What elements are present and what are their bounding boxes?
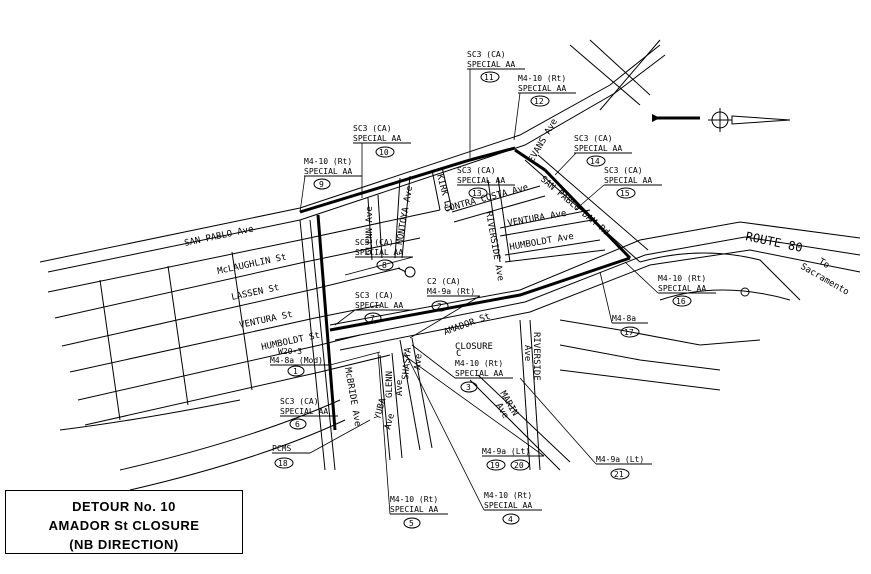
street-label: SAN PABLO Ave xyxy=(184,225,255,249)
sign-label: SPECIAL AA xyxy=(604,176,652,185)
sign-number: 15 xyxy=(620,189,630,198)
sign-number: 13 xyxy=(472,189,482,198)
sign-number: 11 xyxy=(484,73,494,82)
sign-label: M4-9a (Lt) xyxy=(482,447,530,456)
sign-number: 12 xyxy=(534,97,544,106)
street-label: Ave xyxy=(522,345,532,361)
sign-number: 20 xyxy=(514,461,524,470)
sign-number: 8 xyxy=(382,261,387,270)
street-label: GLENN Ave xyxy=(365,206,375,255)
sign-label: SC3 (CA) xyxy=(457,166,496,175)
sign-number: 16 xyxy=(676,297,686,306)
north-arrow-icon xyxy=(652,108,791,132)
sign-label: SPECIAL AA xyxy=(280,407,328,416)
sign-number: 17 xyxy=(624,328,634,337)
sign-label: SPECIAL AA xyxy=(390,505,438,514)
sign-label: M4-8a (Mod) xyxy=(270,356,323,365)
map-title-box: DETOUR No. 10 AMADOR St CLOSURE (NB DIRE… xyxy=(5,490,243,554)
sign-label: M4-10 (Rt) xyxy=(484,491,532,500)
sign-number: 7 xyxy=(370,314,375,323)
sign-number: 9 xyxy=(319,180,324,189)
street-label: HUMBOLDT Ave xyxy=(509,232,575,253)
sign-label: M4-9a (Lt) xyxy=(596,455,644,464)
sign-number: 5 xyxy=(409,519,414,528)
street-label: To xyxy=(817,257,831,271)
street-label: Ave xyxy=(395,380,405,396)
sign-label: SPECIAL AA xyxy=(467,60,515,69)
street-label: AMADOR St xyxy=(443,312,492,338)
sign-number: 3 xyxy=(466,383,471,392)
title-line: (NB DIRECTION) xyxy=(69,537,179,552)
sign-label: SC3 (CA) xyxy=(355,291,394,300)
sign-label: M4-9a (Rt) xyxy=(427,287,475,296)
detour-route xyxy=(299,146,632,431)
sign-label: SPECIAL AA xyxy=(455,369,503,378)
sign-number: 10 xyxy=(379,148,389,157)
sign-label: PCMS xyxy=(272,444,291,453)
sign-number: 1 xyxy=(293,367,298,376)
sign-label: SC3 (CA) xyxy=(353,124,392,133)
street-labels: SAN PABLO Ave McLAUGHLIN St LASSEN St VE… xyxy=(184,117,851,431)
street-label: Ave xyxy=(383,412,397,430)
title-line: AMADOR St CLOSURE xyxy=(48,518,200,533)
sign-label: SPECIAL AA xyxy=(355,248,403,257)
sign-label: SC3 (CA) xyxy=(280,397,319,406)
road-network xyxy=(39,39,861,491)
sign-label: SC3 (CA) xyxy=(574,134,613,143)
street-label: RIVERSIDE xyxy=(531,332,541,381)
sign-label: SPECIAL AA xyxy=(518,84,566,93)
street-label: SHASTA xyxy=(401,346,414,380)
street-label: C xyxy=(456,349,461,359)
street-label: Ave xyxy=(413,353,424,370)
sign-label: SPECIAL AA xyxy=(457,176,505,185)
sign-label: M4-10 (Rt) xyxy=(455,359,503,368)
street-label: McLAUGHLIN St xyxy=(217,253,288,277)
title-line: DETOUR No. 10 xyxy=(72,499,176,514)
sign-callouts: W20-3 M4-8a (Mod) 1 C2 (CA) M4-9a (Rt) 2… xyxy=(270,50,716,529)
sign-number: 19 xyxy=(490,461,500,470)
sign-label: SC3 (CA) xyxy=(604,166,643,175)
street-label: VENTURA St xyxy=(239,310,294,331)
sign-label: SPECIAL AA xyxy=(574,144,622,153)
sign-number: 18 xyxy=(278,459,288,468)
leader-lines xyxy=(299,69,659,515)
sign-label: M4-10 (Rt) xyxy=(658,274,706,283)
sign-number: 2 xyxy=(437,302,442,311)
street-label: SAN PABLO DAM Rd xyxy=(538,175,611,238)
sign-label: SPECIAL AA xyxy=(353,134,401,143)
street-label: McBRIDE Ave xyxy=(342,367,362,427)
sign-label: SPECIAL AA xyxy=(484,501,532,510)
sign-number: 6 xyxy=(295,420,300,429)
sign-label: SPECIAL AA xyxy=(658,284,706,293)
street-label: CLOSURE xyxy=(455,342,493,352)
sign-number: 14 xyxy=(590,157,600,166)
sign-label: SPECIAL AA xyxy=(355,301,403,310)
sign-label: SC3 (CA) xyxy=(355,238,394,247)
sign-label: M4-10 (Rt) xyxy=(518,74,566,83)
sign-number: 4 xyxy=(508,515,513,524)
street-label: CONTRA COSTA Ave xyxy=(443,183,529,215)
sign-label: W20-3 xyxy=(278,347,302,356)
street-label: GLENN xyxy=(385,371,395,398)
sign-label: M4-10 (Rt) xyxy=(304,157,352,166)
sign-number: 21 xyxy=(614,470,624,479)
sign-label: C2 (CA) xyxy=(427,277,461,286)
sign-label: SPECIAL AA xyxy=(304,167,352,176)
sign-label: M4-10 (Rt) xyxy=(390,495,438,504)
sign-label: SC3 (CA) xyxy=(467,50,506,59)
sign-label: M4-8a xyxy=(612,314,636,323)
street-label: LASSEN St xyxy=(231,283,281,303)
street-label: RIVERSIDE Ave xyxy=(483,211,505,282)
